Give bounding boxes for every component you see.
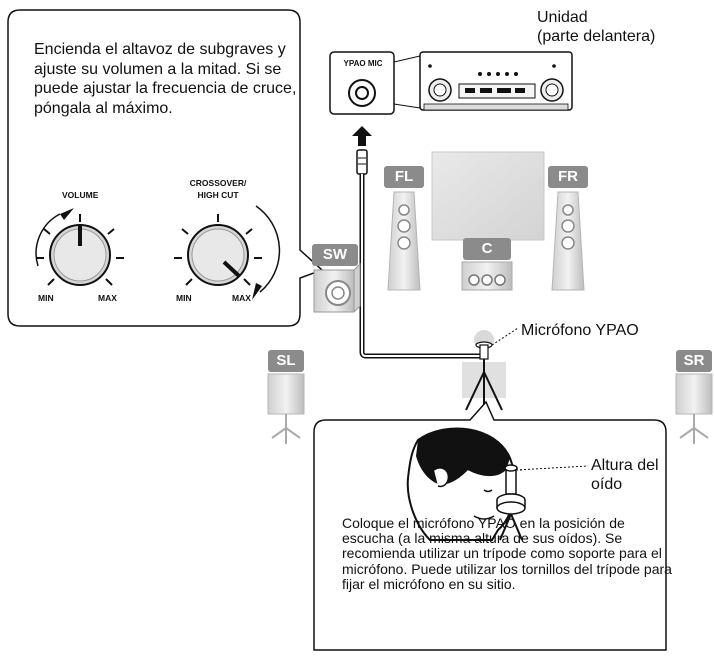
unit-title-line1: Unidad	[537, 9, 588, 26]
volume-min-label: MIN	[38, 293, 54, 303]
speaker-fr	[551, 191, 585, 291]
volume-max-label: MAX	[98, 293, 117, 303]
badge-fl-text: FL	[394, 168, 414, 185]
ear-height-label: Altura del oído	[591, 456, 659, 494]
listener-head-illustration	[406, 427, 522, 541]
mic-placement-instruction-text: Coloque el micrófono YPAO en la posición…	[342, 515, 672, 592]
badge-sw: SW	[312, 244, 358, 266]
badge-sl: SL	[268, 350, 304, 372]
volume-knob	[35, 208, 124, 286]
badge-fr-text: FR	[558, 168, 578, 185]
ypao-mic-label: Micrófono YPAO	[521, 322, 639, 339]
unit-title: Unidad (parte delantera)	[537, 8, 655, 46]
crossover-knob	[174, 205, 281, 300]
subwoofer-instruction-text: Encienda el altavoz de subgraves y ajust…	[34, 41, 297, 117]
unit-title-line2: (parte delantera)	[537, 28, 656, 45]
speaker-sw	[313, 262, 361, 313]
badge-fr: FR	[548, 166, 588, 188]
crossover-max-label: MAX	[232, 293, 251, 303]
speaker-sr	[675, 373, 713, 444]
ypao-mic-port-label: YPAO MIC	[343, 59, 383, 68]
badge-sl-text: SL	[276, 352, 296, 369]
tv-screen	[431, 151, 545, 241]
speaker-c	[461, 261, 513, 291]
listening-position	[462, 327, 519, 411]
ear-height-line1: Altura del	[591, 457, 659, 474]
badge-c: C	[463, 238, 511, 260]
crossover-label-line2: HIGH CUT	[197, 190, 239, 200]
ear-height-line2: oído	[591, 476, 623, 493]
badge-fl: FL	[384, 166, 424, 188]
receiver-unit	[329, 51, 573, 115]
volume-label: VOLUME	[62, 190, 99, 200]
crossover-label-line1: CROSSOVER/	[189, 178, 247, 188]
mic-closeup	[496, 464, 589, 541]
speaker-sl	[267, 373, 305, 444]
badge-sr: SR	[676, 350, 712, 372]
badge-sw-text: SW	[322, 246, 348, 263]
speaker-fl	[387, 191, 421, 291]
badge-c-text: C	[481, 240, 493, 257]
crossover-min-label: MIN	[176, 293, 192, 303]
badge-sr-text: SR	[683, 352, 705, 369]
